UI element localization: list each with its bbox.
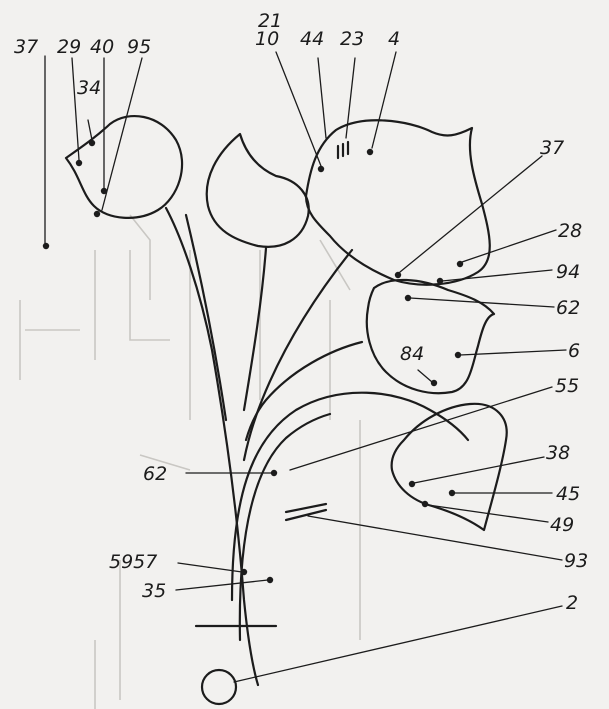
label-93: 93 xyxy=(564,550,588,572)
label-62-right: 62 xyxy=(556,297,580,319)
label-29: 29 xyxy=(57,36,81,58)
labels: 37 29 40 95 34 21 10 44 23 4 37 28 94 62… xyxy=(14,10,588,614)
label-37-right: 37 xyxy=(540,137,564,159)
label-49: 49 xyxy=(550,514,574,536)
label-38: 38 xyxy=(546,442,570,464)
base-circle xyxy=(202,670,236,704)
left-leaf xyxy=(66,116,182,218)
label-44: 44 xyxy=(300,28,324,50)
label-94: 94 xyxy=(556,261,580,283)
label-5957: 5957 xyxy=(109,551,157,573)
label-62-left: 62 xyxy=(143,463,167,485)
label-37-top: 37 xyxy=(14,36,38,58)
label-45: 45 xyxy=(556,483,580,505)
leaf-top-ticks xyxy=(338,142,348,158)
label-10: 10 xyxy=(255,28,279,50)
label-35: 35 xyxy=(142,580,166,602)
heart-leaf-petiole xyxy=(244,248,266,410)
heart-leaf xyxy=(207,134,309,247)
label-6: 6 xyxy=(568,340,580,362)
label-28: 28 xyxy=(558,220,582,242)
left-leaf-petiole xyxy=(166,208,258,685)
arching-branch-inner xyxy=(240,414,330,640)
label-2: 2 xyxy=(566,592,578,614)
middle-right-leaf xyxy=(367,280,494,393)
label-4: 4 xyxy=(388,28,400,50)
label-23: 23 xyxy=(340,28,364,50)
main-stem-inner xyxy=(186,215,226,420)
label-84: 84 xyxy=(400,343,424,365)
label-55: 55 xyxy=(555,375,579,397)
label-95: 95 xyxy=(127,36,151,58)
label-34: 34 xyxy=(77,77,101,99)
arching-branch xyxy=(232,393,468,600)
background-ghost-sketch xyxy=(20,215,360,709)
upper-right-leaf xyxy=(306,120,490,284)
label-40: 40 xyxy=(90,36,114,58)
